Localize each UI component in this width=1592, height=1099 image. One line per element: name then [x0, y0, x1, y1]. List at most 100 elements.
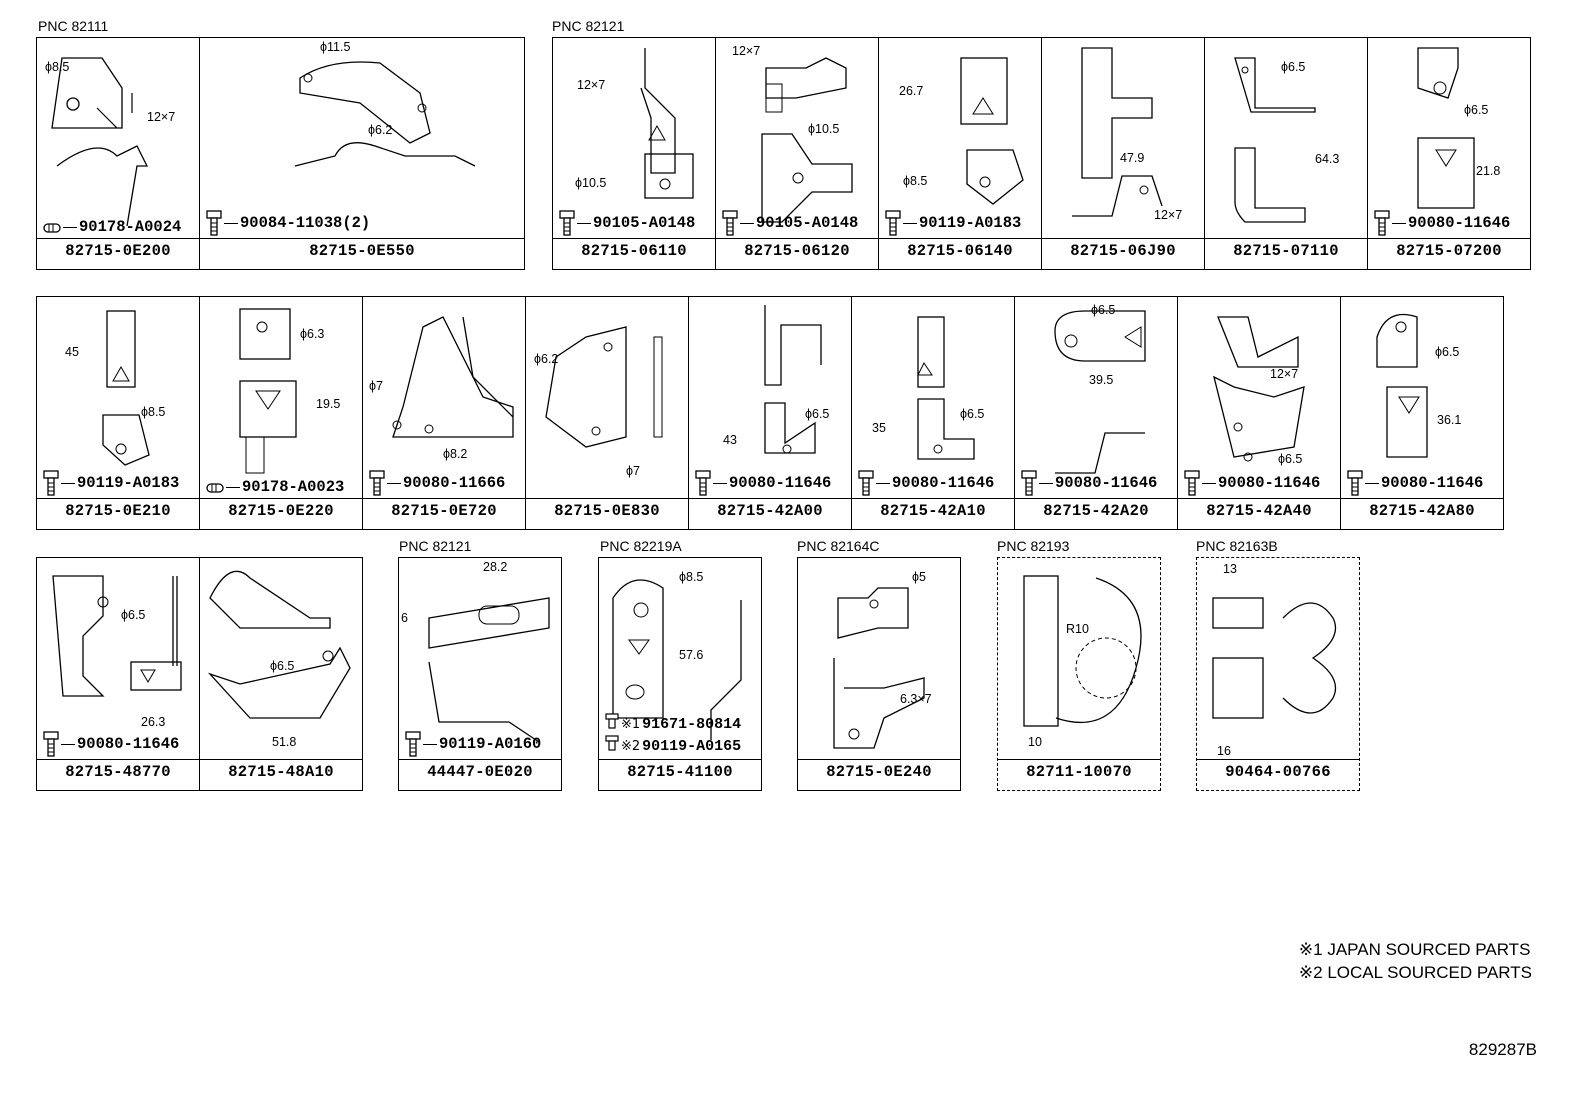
part-number[interactable]: 82715-06J90	[1070, 242, 1176, 260]
fastener-part-number[interactable]: 90105-A0148	[756, 214, 859, 232]
fastener-part-number[interactable]: 90080-11646	[77, 735, 180, 753]
leader-line	[63, 226, 77, 228]
part-number[interactable]: 90464-00766	[1225, 763, 1331, 781]
part-number[interactable]: 82715-0E210	[65, 502, 171, 520]
part-number[interactable]: 82715-0E720	[391, 502, 497, 520]
part-number[interactable]: 82715-0E240	[826, 763, 932, 781]
part-number[interactable]: 82715-42A00	[717, 502, 823, 520]
part-number[interactable]: 82715-42A10	[880, 502, 986, 520]
part-cell[interactable]: 47.9 12×7 82715-06J90	[1041, 37, 1205, 270]
part-number[interactable]: 82715-06140	[907, 242, 1013, 260]
fastener-part-number[interactable]: 90119-A0160	[439, 735, 542, 753]
sourcing-notes: ※1 JAPAN SOURCED PARTS ※2 LOCAL SOURCED …	[1299, 938, 1532, 984]
part-illustration	[1072, 47, 1163, 217]
dimension-label: 57.6	[679, 648, 704, 662]
part-number[interactable]: 82715-07110	[1233, 242, 1339, 260]
cell-divider	[716, 238, 878, 239]
leader-line	[224, 222, 238, 224]
part-number[interactable]: 82715-41100	[627, 763, 733, 781]
part-number[interactable]: 82715-42A40	[1206, 502, 1312, 520]
dimension-label: ϕ6.5	[1091, 303, 1116, 317]
fastener-part-number[interactable]: 90119-A0165	[642, 737, 742, 755]
dimension-label: 39.5	[1089, 373, 1114, 387]
part-illustration	[761, 57, 853, 223]
fastener-part-number[interactable]: 90080-11646	[1381, 474, 1484, 492]
bolt-icon	[559, 210, 575, 236]
part-number[interactable]: 82715-48A10	[228, 763, 334, 781]
cell-divider	[1205, 238, 1367, 239]
part-number[interactable]: 82715-0E200	[65, 242, 171, 260]
fastener-part-number[interactable]: 90084-11038(2)	[240, 214, 371, 232]
part-number[interactable]: 82715-0E830	[554, 502, 660, 520]
part-illustration	[764, 305, 822, 454]
note-japan: ※1 JAPAN SOURCED PARTS	[1298, 940, 1531, 959]
fastener-part-number[interactable]: 91671-80814	[642, 715, 742, 733]
part-number[interactable]: 82715-06110	[581, 242, 687, 260]
dimension-label: 36.1	[1437, 413, 1462, 427]
dimension-label: ϕ6.5	[270, 659, 295, 673]
part-number[interactable]: 82715-42A80	[1369, 502, 1475, 520]
fastener-part-number[interactable]: 90105-A0148	[593, 214, 696, 232]
fastener-part-number[interactable]: 90178-A0024	[79, 218, 182, 236]
part-illustration	[52, 575, 182, 697]
part-number[interactable]: 82711-10070	[1026, 763, 1132, 781]
dimension-label: 12×7	[577, 78, 606, 92]
part-number[interactable]: 82715-48770	[65, 763, 171, 781]
dimension-label: 43	[723, 433, 737, 447]
part-number[interactable]: 44447-0E020	[427, 763, 533, 781]
part-number[interactable]: 82715-07200	[1396, 242, 1502, 260]
fastener-callout: 90080-11666	[369, 470, 505, 496]
diagram-reference-code: 829287B	[1468, 1040, 1537, 1059]
fastener-part-number[interactable]: 90119-A0183	[77, 474, 180, 492]
part-number[interactable]: 82715-06120	[744, 242, 850, 260]
part-number[interactable]: 82715-0E220	[228, 502, 334, 520]
fastener-part-number[interactable]: 90080-11646	[729, 474, 832, 492]
cell-divider	[879, 238, 1041, 239]
dimension-label: 12×7	[147, 110, 176, 124]
source-marker: ※1	[621, 716, 641, 732]
dimension-label: 12×7	[732, 44, 761, 58]
fastener-callout: 90080-11646	[695, 470, 831, 496]
source-marker: ※2	[621, 738, 641, 754]
dimension-label: 12×7	[1154, 208, 1183, 222]
fastener-part-number[interactable]: 90080-11666	[403, 474, 506, 492]
fastener-part-number[interactable]: 90080-11646	[1218, 474, 1321, 492]
part-number[interactable]: 82715-42A20	[1043, 502, 1149, 520]
fastener-part-number[interactable]: 90080-11646	[1408, 214, 1511, 232]
cell-divider	[1015, 498, 1177, 499]
dimension-label: 47.9	[1120, 151, 1145, 165]
part-number[interactable]: 82715-0E550	[309, 242, 415, 260]
fastener-part-number[interactable]: 90080-11646	[1055, 474, 1158, 492]
dimension-label: ϕ8.5	[141, 405, 166, 419]
fastener-part-number[interactable]: 90119-A0183	[919, 214, 1022, 232]
fastener-part-number[interactable]: 90080-11646	[892, 474, 995, 492]
part-cell[interactable]: ϕ6.5 39.5 90080-11646 82715-42A20	[1014, 296, 1178, 530]
fastener-part-number[interactable]: 90178-A0023	[242, 478, 345, 496]
pnc-label: PNC 82164C	[797, 538, 880, 554]
part-illustration	[612, 579, 742, 740]
